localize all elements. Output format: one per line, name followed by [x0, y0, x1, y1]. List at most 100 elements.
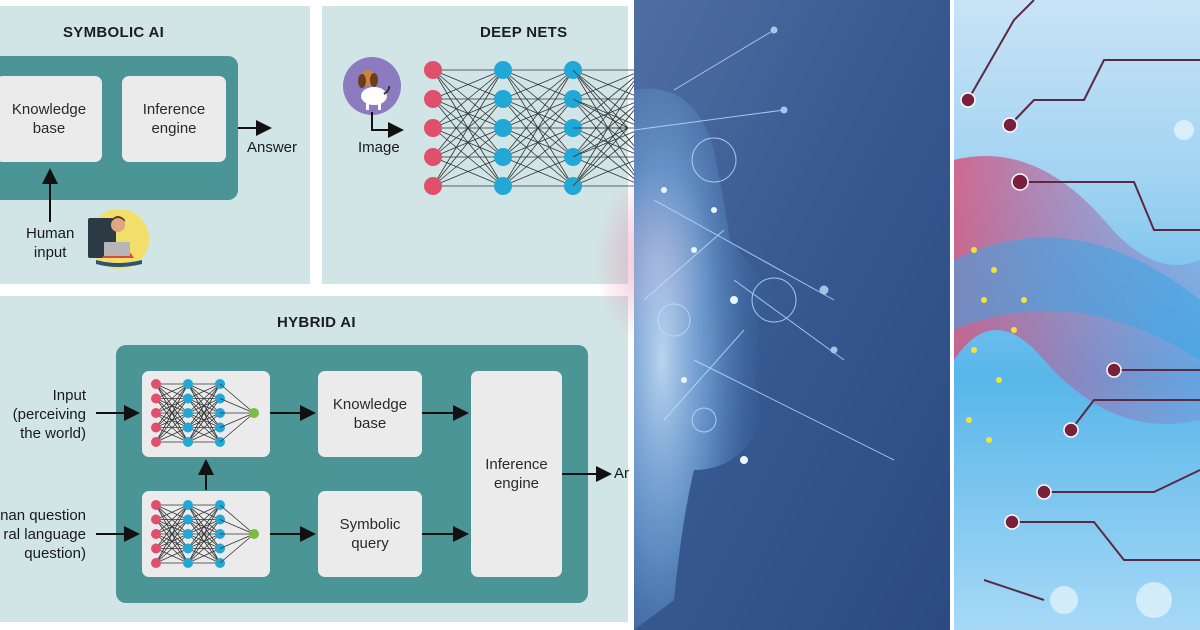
symbolic-ai-title: SYMBOLIC AI: [63, 24, 165, 41]
perception-net-edge: [219, 412, 255, 443]
perception-network-box: [142, 371, 270, 457]
hybrid-arrows: [96, 405, 612, 542]
perception-net-edge: [187, 427, 221, 443]
deep-net-edge: [572, 69, 644, 158]
perception-net-edge: [155, 383, 189, 414]
question-net-node: [183, 529, 193, 539]
deep-net-edge: [502, 69, 574, 158]
perception-net-edge: [155, 398, 189, 443]
deep-net-edge: [502, 98, 574, 187]
perception-net-edge: [187, 398, 221, 443]
knowledge-base-label: Knowledge base: [11, 101, 87, 137]
deep-net-edge: [572, 69, 644, 100]
hybrid-inference-engine-label: Inference engine: [485, 456, 548, 492]
perception-net-node: [151, 408, 161, 418]
deep-net-node: [494, 177, 512, 195]
inference-engine-label: Inference engine: [142, 101, 206, 137]
question-net-edge: [219, 533, 255, 564]
perception-net-node: [183, 393, 193, 404]
question-net-edge: [219, 519, 255, 535]
question-net-edge: [219, 504, 255, 535]
deep-net-node: [494, 119, 512, 137]
image-label: Image: [358, 139, 400, 156]
perception-net-edge: [219, 412, 255, 428]
perception-net-node: [151, 393, 161, 404]
hybrid-neural-networks: [151, 379, 259, 568]
deep-net-edge: [502, 69, 574, 100]
deep-net-edge: [502, 127, 574, 187]
symbolic-query-box: Symbolic query: [318, 491, 422, 577]
hybrid-ai-title: HYBRID AI: [277, 314, 356, 331]
perception-net-edge: [219, 383, 255, 414]
circuit-data-image: [954, 0, 1200, 630]
question-net-edge: [187, 548, 221, 564]
question-net-edge: [155, 533, 189, 564]
perception-net-node: [151, 422, 161, 433]
question-net-output-node: [249, 529, 259, 539]
deep-net-node: [494, 90, 512, 108]
deep-net-output-edge: [572, 98, 629, 129]
symbolic-query-label: Symbolic query: [339, 516, 401, 552]
person-avatar-icon: [88, 209, 149, 269]
perception-net-output-node: [249, 408, 259, 418]
question-net-node: [183, 500, 193, 510]
hybrid-knowledge-base-label: Knowledge base: [332, 396, 408, 432]
perception-net-edge: [155, 427, 189, 443]
human-input-label: Human input: [26, 225, 75, 261]
perception-net-node: [183, 379, 193, 389]
perception-net-edge: [187, 383, 221, 414]
question-net-edge: [187, 519, 221, 564]
hybrid-knowledge-base-box: Knowledge base: [318, 371, 422, 457]
question-net-edge: [187, 533, 221, 564]
perception-net-edge: [155, 383, 189, 443]
deep-nets-title: DEEP NETS: [480, 24, 568, 41]
perception-net-node: [183, 422, 193, 433]
question-net-node: [151, 500, 161, 510]
question-net-edge: [155, 519, 189, 564]
question-net-edge: [155, 504, 189, 564]
dog-image-icon: [343, 57, 401, 115]
deep-net-edge: [572, 98, 644, 187]
perception-net-edge: [219, 398, 255, 414]
deep-net-edge: [432, 98, 504, 187]
deep-net-output-edge: [572, 127, 629, 158]
deep-net-edge: [432, 156, 504, 187]
answer-label: Answer: [247, 139, 298, 156]
question-net-edge: [155, 504, 189, 535]
question-net-edge: [187, 504, 221, 520]
deep-net-edge: [432, 69, 504, 187]
question-net-edge: [155, 548, 189, 564]
deep-net-node: [424, 90, 442, 108]
question-input-label: nan question ral language question): [0, 507, 86, 562]
knowledge-base-box: Knowledge base: [0, 76, 102, 162]
deep-net-edge: [572, 127, 644, 187]
perception-net-node: [151, 437, 161, 447]
deep-net-edge: [502, 69, 574, 187]
question-net-edge: [187, 504, 221, 564]
question-net-node: [151, 529, 161, 539]
deep-net-edge: [502, 69, 574, 129]
perception-net-edge: [187, 383, 221, 428]
deep-net-edge: [432, 69, 504, 100]
deep-net-node: [494, 148, 512, 166]
deep-net-node: [494, 61, 512, 79]
deep-net-node: [424, 148, 442, 166]
perception-net-edge: [187, 383, 221, 443]
perception-net-edge: [155, 412, 189, 443]
perception-net-node: [183, 437, 193, 447]
perception-net-node: [151, 379, 161, 389]
deep-net-edge: [572, 69, 644, 129]
perceiving-input-label: Input (perceiving the world): [12, 387, 86, 442]
question-net-node: [151, 514, 161, 525]
deep-net-node: [424, 177, 442, 195]
image-arrow: [371, 112, 404, 138]
deep-net-edge: [432, 69, 504, 158]
symbolic-arrows: [42, 120, 272, 222]
question-net-node: [183, 543, 193, 554]
question-net-edge: [155, 504, 189, 549]
perception-net-node: [183, 408, 193, 418]
question-net-node: [151, 558, 161, 568]
question-net-edge: [187, 504, 221, 535]
question-net-edge: [219, 533, 255, 549]
deep-net-edge: [572, 156, 644, 187]
